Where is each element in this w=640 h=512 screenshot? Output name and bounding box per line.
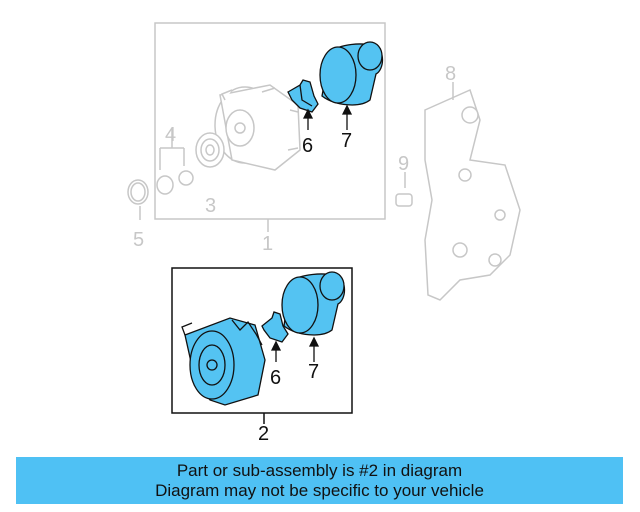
regulator-bracket-lower (261, 311, 289, 343)
callout-6-upper: 6 (302, 135, 313, 157)
callout-9: 9 (398, 153, 409, 175)
assembly-2-frame (171, 267, 353, 424)
rear-cover-lower (281, 271, 346, 336)
bracket-ghost (424, 82, 521, 301)
callout-8: 8 (445, 63, 456, 85)
callout-2: 2 (258, 423, 269, 445)
pulley-ghost (195, 132, 225, 168)
callout-5: 5 (133, 229, 144, 251)
callout-7-lower: 7 (308, 361, 319, 383)
rear-cover-upper (319, 41, 384, 106)
callout-3: 3 (205, 195, 216, 217)
assembly-1-frame (154, 22, 386, 232)
callout-6-lower: 6 (270, 367, 281, 389)
callout-1: 1 (262, 233, 273, 255)
alternator-highlighted (181, 317, 266, 406)
info-banner: Part or sub-assembly is #2 in diagram Di… (16, 457, 623, 504)
cap-ghost (156, 128, 194, 195)
arrow-7-lower (308, 336, 320, 362)
bolt-ghost (395, 172, 413, 207)
banner-line-2: Diagram may not be specific to your vehi… (155, 481, 484, 500)
regulator-bracket-upper (287, 79, 319, 113)
arrow-7-upper (341, 104, 353, 130)
parts-diagram: 1 3 4 5 8 9 6 7 6 7 2 (127, 22, 521, 445)
alternator-ghost (214, 84, 301, 171)
banner-line-1: Part or sub-assembly is #2 in diagram (176, 461, 463, 480)
arrow-6-upper (302, 108, 314, 130)
arrow-6-lower (270, 340, 282, 362)
ring-ghost (127, 179, 149, 220)
callout-7-upper: 7 (341, 130, 352, 152)
callout-4: 4 (165, 124, 176, 146)
